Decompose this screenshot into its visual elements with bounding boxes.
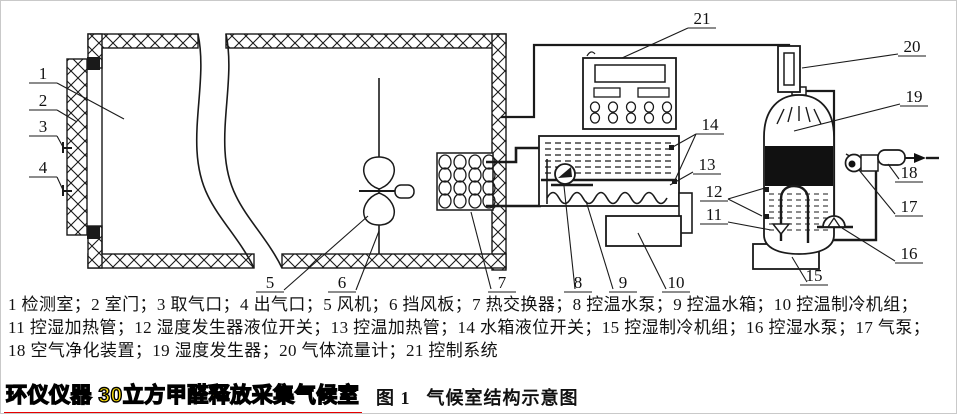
test-chamber-walls [87, 33, 507, 271]
generator-water [769, 193, 829, 231]
tank-level-switch-lower [672, 179, 677, 184]
air-purifier [877, 149, 939, 166]
callout-11: 11 [706, 205, 722, 224]
callout-15: 15 [806, 266, 823, 285]
temp-heating-tube [546, 191, 668, 205]
callout-20: 20 [904, 37, 921, 56]
callout-5: 5 [266, 273, 275, 292]
panel-keypad [589, 101, 673, 124]
legend-line-2: 11 控湿加热管；12 湿度发生器液位开关；13 控温加热管；14 水箱液位开关… [8, 318, 931, 337]
temp-water-tank [538, 135, 693, 234]
callout-13: 13 [699, 155, 716, 174]
heat-exchanger [436, 152, 496, 211]
gas-sampling-port [62, 142, 72, 153]
callout-4: 4 [39, 158, 48, 177]
callout-12: 12 [706, 182, 723, 201]
air-pump [844, 153, 879, 173]
callout-17: 17 [901, 197, 919, 216]
callout-1: 1 [39, 64, 48, 83]
spray-marks [776, 106, 822, 125]
callout-2: 2 [39, 91, 48, 110]
humidity-water-pump [817, 215, 853, 229]
callout-3: 3 [39, 117, 48, 136]
fan-blade-top [363, 156, 395, 190]
brand-watermark: 环仪仪器 30立方甲醛释放采集气候室 [4, 378, 363, 413]
generator-media-band [765, 146, 833, 186]
callout-10: 10 [668, 273, 685, 292]
legend-line-3: 18 空气净化装置；19 湿度发生器；20 气体流量计；21 控制系统 [8, 341, 498, 360]
callout-8: 8 [574, 273, 583, 292]
callout-numbers: 1 2 3 4 5 6 7 8 9 10 11 12 13 14 15 16 1… [39, 9, 923, 292]
panel-display [594, 64, 666, 83]
humidity-heating-tube [779, 184, 810, 243]
gas-flow-meter [777, 45, 801, 93]
callout-14: 14 [702, 115, 720, 134]
fan-motor [394, 184, 415, 199]
legend: 1 检测室；2 室门；3 取气口；4 出气口；5 风机；6 挡风板；7 热交换器… [1, 291, 956, 362]
legend-line-1: 1 检测室；2 室门；3 取气口；4 出气口；5 风机；6 挡风板；7 热交换器… [8, 295, 918, 314]
control-system-panel [582, 51, 677, 130]
fan-assembly [359, 78, 415, 254]
figure-caption-label: 图 1 [376, 388, 411, 408]
callout-16: 16 [901, 244, 918, 263]
temp-chiller-unit [605, 215, 682, 247]
callout-19: 19 [906, 87, 923, 106]
humidity-generator [763, 86, 835, 255]
generator-level-switch-upper [764, 187, 769, 192]
callout-6: 6 [338, 273, 347, 292]
callout-9: 9 [619, 273, 628, 292]
chamber-break-lines [195, 33, 283, 269]
figure-caption: 图 1 气候室结构示意图 [376, 384, 579, 410]
fan-blade-bottom [363, 192, 395, 226]
callout-18: 18 [901, 163, 918, 182]
callout-21: 21 [694, 9, 711, 28]
callout-7: 7 [498, 273, 507, 292]
generator-level-switch-lower [764, 214, 769, 219]
climate-chamber-diagram: 1 2 3 4 5 6 7 8 9 10 11 12 13 14 15 16 1… [29, 9, 939, 293]
figure-caption-title: 气候室结构示意图 [426, 388, 579, 408]
outlet-arrow [914, 153, 926, 163]
leader-lines [29, 27, 928, 293]
gas-outlet-port [62, 185, 72, 196]
